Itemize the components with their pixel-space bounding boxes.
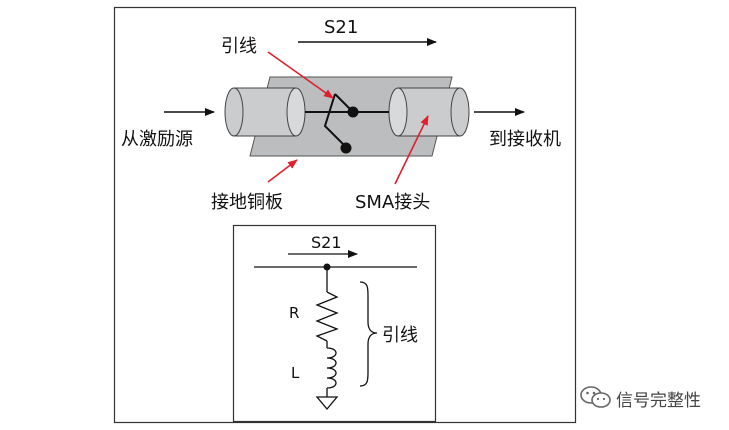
right-sma-connector	[388, 87, 470, 137]
wechat-icon	[580, 386, 611, 408]
sma-callout-arrow	[394, 115, 429, 185]
ground-dot	[340, 142, 352, 154]
inductor-symbol	[326, 347, 337, 389]
ground-plate-label: 接地铜板	[211, 192, 283, 213]
equivalent-circuit: S21 R L 引线	[232, 224, 437, 423]
plate-callout-arrow	[267, 159, 298, 183]
from-source-label: 从激励源	[121, 129, 193, 150]
ground-symbol	[315, 396, 339, 411]
watermark-text: 信号完整性	[616, 391, 701, 411]
circuit-lead-label: 引线	[382, 325, 418, 346]
lead-label: 引线	[221, 36, 257, 57]
s21-label: S21	[324, 17, 358, 38]
lead-wire	[323, 93, 347, 148]
resistor-symbol	[315, 291, 339, 342]
lead-brace	[359, 281, 378, 387]
sma-label: SMA接头	[355, 192, 430, 213]
resistor-label: R	[289, 304, 299, 322]
outer-frame	[113, 6, 577, 424]
inductor-label: L	[291, 364, 300, 382]
lead-callout-arrow	[267, 51, 334, 99]
to-receiver-label: 到接收机	[489, 129, 561, 150]
circuit-frame	[232, 224, 437, 423]
circuit-s21-label: S21	[311, 233, 342, 252]
top-fixture: S21 引线 从激励源 到接收机 接地铜板	[121, 17, 561, 213]
junction-dot	[347, 106, 359, 118]
left-sma-connector	[224, 87, 306, 137]
